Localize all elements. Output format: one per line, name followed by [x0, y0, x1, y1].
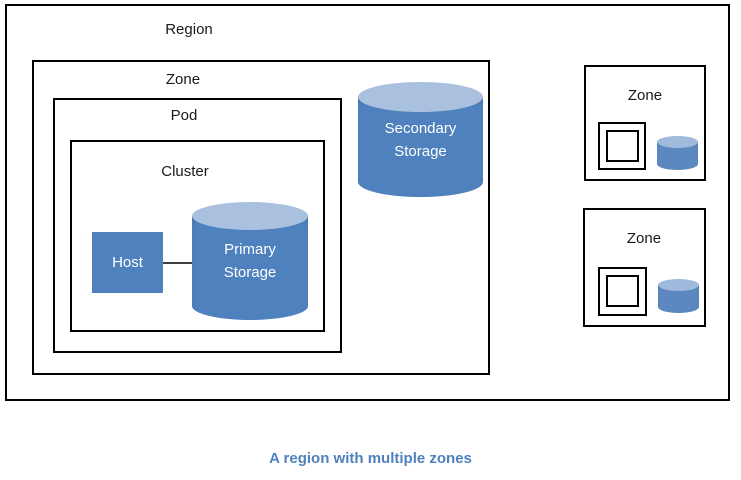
main-zone-box: Zone Pod Cluster Host Primary Storage	[32, 60, 490, 375]
secondary-storage-label: Secondary Storage	[384, 119, 457, 160]
cylinder-top-ellipse	[658, 279, 699, 291]
host-node: Host	[92, 232, 163, 293]
cluster-label: Cluster	[161, 163, 209, 180]
host-label: Host	[112, 254, 143, 271]
cylinder-top-ellipse	[358, 82, 483, 112]
cylinder-top-ellipse	[657, 136, 698, 148]
pod-symbol-outer-square	[598, 122, 646, 170]
primary-storage-cylinder: Primary Storage	[192, 202, 308, 320]
diagram-caption: A region with multiple zones	[269, 450, 472, 467]
side-zone-box-1: Zone	[584, 65, 706, 181]
pod-label: Pod	[170, 107, 198, 124]
region-box: Region Zone Pod Cluster Host Primary Sto…	[5, 4, 730, 401]
storage-symbol-cylinder	[657, 136, 698, 170]
side-zone-box-2: Zone	[583, 208, 706, 327]
side-zone-1-label: Zone	[627, 87, 663, 104]
cylinder-body	[192, 216, 308, 320]
side-zone-2-label: Zone	[626, 230, 662, 247]
cluster-symbol-inner-square	[606, 275, 639, 307]
secondary-storage-cylinder: Secondary Storage	[358, 82, 483, 197]
primary-storage-label: Primary Storage	[223, 241, 277, 281]
region-label: Region	[165, 21, 213, 38]
cylinder-top-ellipse	[192, 202, 308, 230]
host-storage-connector-line	[163, 262, 192, 264]
storage-symbol-cylinder	[658, 279, 699, 313]
cylinder-body	[358, 97, 483, 197]
cluster-box: Cluster Host Primary Storage	[70, 140, 325, 332]
pod-symbol-outer-square	[598, 267, 647, 316]
cluster-symbol-inner-square	[606, 130, 639, 162]
pod-box: Pod Cluster Host Primary Storage	[53, 98, 342, 353]
main-zone-label: Zone	[165, 71, 201, 88]
